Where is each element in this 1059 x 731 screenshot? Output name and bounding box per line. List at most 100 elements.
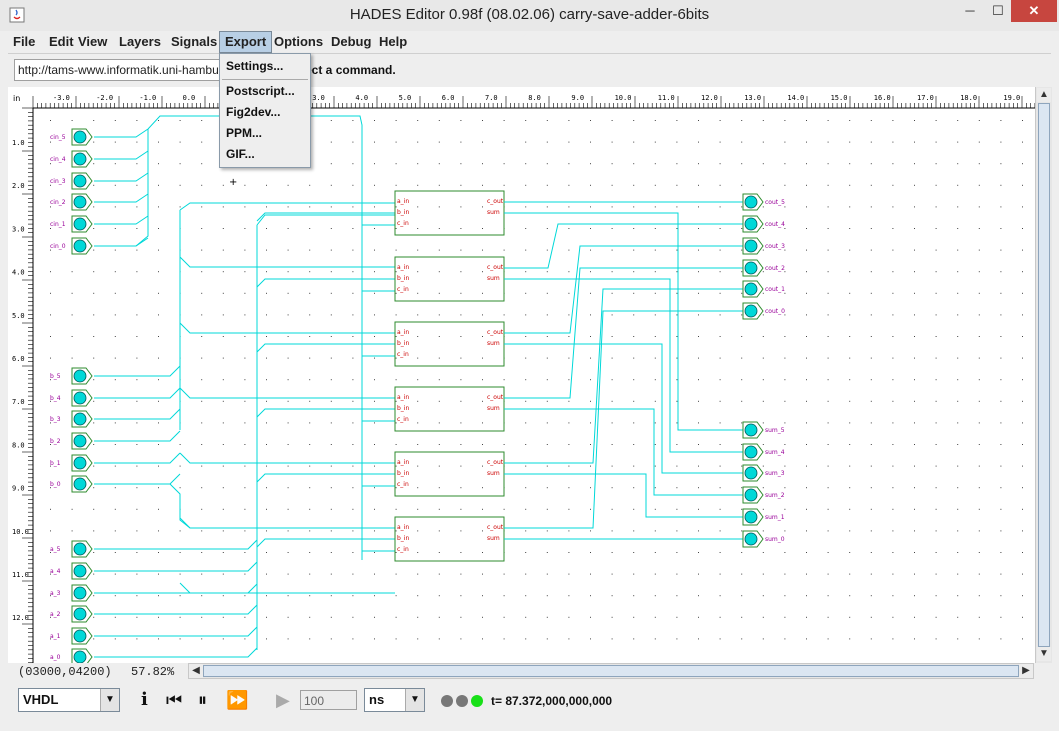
cin-input-port-led[interactable]: [73, 239, 87, 253]
sum-output-port-led[interactable]: [744, 532, 758, 546]
grid-dot: [330, 141, 332, 143]
schematic-svg[interactable]: in-3.0-2.0-1.00.01.02.03.04.05.06.07.08.…: [8, 87, 1035, 663]
grid-dot: [50, 487, 51, 489]
menu-item-fig2dev[interactable]: Fig2dev...: [226, 105, 281, 119]
menu-signals[interactable]: Signals: [171, 34, 218, 49]
maximize-button[interactable]: ☐: [992, 3, 1004, 18]
menu-view[interactable]: View: [78, 34, 108, 49]
grid-dot: [568, 120, 570, 121]
menu-item-settings[interactable]: Settings...: [226, 59, 284, 73]
adder-input-port-label: c_in: [397, 546, 409, 553]
grid-dot: [698, 552, 699, 553]
menu-item-postscript[interactable]: Postscript...: [226, 84, 295, 98]
sum-output-port-led[interactable]: [744, 466, 758, 480]
scroll-left-icon[interactable]: ◀: [189, 664, 203, 678]
grid-dot: [741, 616, 743, 618]
menu-file[interactable]: File: [13, 34, 36, 49]
cout-output-port-led[interactable]: [744, 239, 758, 253]
step-icon[interactable]: ▶: [276, 690, 290, 710]
grid-dot: [590, 120, 591, 121]
cin-input-port-led[interactable]: [73, 174, 87, 188]
b-input-label: b_4: [50, 395, 61, 402]
a-input-port-led[interactable]: [73, 650, 87, 663]
grid-dot: [806, 400, 807, 402]
a-input-port-led[interactable]: [73, 629, 87, 643]
sum-output-port-led[interactable]: [744, 510, 758, 524]
grid-dot: [784, 444, 786, 445]
grid-dot: [352, 120, 354, 121]
menu-edit[interactable]: Edit: [49, 34, 74, 49]
scroll-down-icon[interactable]: ▼: [1037, 647, 1051, 661]
cout-output-port-led[interactable]: [744, 261, 758, 275]
sum-output-port-led[interactable]: [744, 445, 758, 459]
grid-dot: [374, 249, 375, 251]
grid-dot: [309, 508, 311, 510]
menu-layers[interactable]: Layers: [119, 34, 161, 49]
cout-output-port-led[interactable]: [744, 195, 758, 209]
vertical-scroll-thumb[interactable]: [1038, 103, 1050, 647]
menu-export[interactable]: Export: [219, 31, 273, 53]
simulator-mode-select[interactable]: VHDL ▼: [18, 688, 120, 712]
chevron-down-icon[interactable]: ▼: [100, 689, 119, 711]
rewind-icon[interactable]: ⏮: [166, 690, 183, 710]
b-input-port-led[interactable]: [73, 434, 87, 448]
grid-dot: [827, 120, 829, 121]
grid-dot: [1022, 292, 1023, 294]
cin-input-port-led[interactable]: [73, 152, 87, 166]
a-input-port-led[interactable]: [73, 564, 87, 578]
grid-dot: [762, 422, 764, 424]
cout-output-port-led[interactable]: [744, 282, 758, 296]
step-time-input[interactable]: 100: [300, 690, 357, 710]
b-input-port-led[interactable]: [73, 369, 87, 383]
minimize-button[interactable]: ─: [965, 3, 975, 18]
grid-dot: [633, 530, 635, 532]
schematic-canvas[interactable]: in-3.0-2.0-1.00.01.02.03.04.05.06.07.08.…: [8, 87, 1035, 663]
simulation-time: t= 87.372,000,000,000: [491, 694, 613, 708]
grid-dot: [158, 206, 159, 208]
b-input-port-led[interactable]: [73, 391, 87, 405]
b-input-port-led[interactable]: [73, 412, 87, 426]
grid-dot: [1000, 595, 1002, 597]
a-input-port-led[interactable]: [73, 607, 87, 621]
cout-output-port-led[interactable]: [744, 217, 758, 231]
grid-dot: [287, 400, 289, 402]
sum-output-port-led[interactable]: [744, 488, 758, 502]
grid-dot: [330, 120, 332, 121]
wire: [504, 278, 743, 453]
grid-dot: [417, 595, 419, 597]
horizontal-scrollbar[interactable]: ◀ ▶: [188, 663, 1034, 679]
cin-input-port-led[interactable]: [73, 130, 87, 144]
info-icon[interactable]: i: [141, 689, 148, 710]
grid-dot: [784, 595, 786, 597]
fast-forward-icon[interactable]: ⏩: [226, 690, 249, 710]
url-field[interactable]: http://tams-www.informatik.uni-hamburg.d…: [14, 59, 265, 81]
menu-options[interactable]: Options: [274, 34, 324, 49]
grid-dot: [114, 552, 116, 553]
adder-input-port-label: a_in: [397, 524, 409, 531]
a-input-port-led[interactable]: [73, 542, 87, 556]
close-button[interactable]: ✕: [1011, 0, 1057, 22]
grid-dot: [1000, 120, 1002, 121]
cin-input-port-led[interactable]: [73, 217, 87, 231]
pause-icon[interactable]: ⏸: [198, 690, 207, 710]
menu-item-gif[interactable]: GIF...: [226, 147, 255, 161]
sum-output-port-led[interactable]: [744, 423, 758, 437]
vertical-scrollbar[interactable]: ▲ ▼: [1035, 87, 1052, 663]
grid-dot: [417, 508, 419, 510]
scroll-up-icon[interactable]: ▲: [1037, 88, 1051, 102]
grid-dot: [719, 206, 721, 208]
grid-dot: [395, 379, 397, 381]
scroll-right-icon[interactable]: ▶: [1019, 664, 1033, 678]
horizontal-scroll-thumb[interactable]: [203, 665, 1019, 677]
a-input-port-led[interactable]: [73, 586, 87, 600]
cin-input-port-led[interactable]: [73, 195, 87, 209]
menu-debug[interactable]: Debug: [331, 34, 372, 49]
menu-item-ppm[interactable]: PPM...: [226, 126, 263, 140]
chevron-down-icon[interactable]: ▼: [405, 689, 424, 711]
cout-output-port-led[interactable]: [744, 304, 758, 318]
grid-dot: [741, 292, 743, 294]
time-unit-select[interactable]: ns ▼: [364, 688, 425, 712]
menu-help[interactable]: Help: [379, 34, 408, 49]
b-input-port-led[interactable]: [73, 477, 87, 491]
b-input-port-led[interactable]: [73, 456, 87, 470]
